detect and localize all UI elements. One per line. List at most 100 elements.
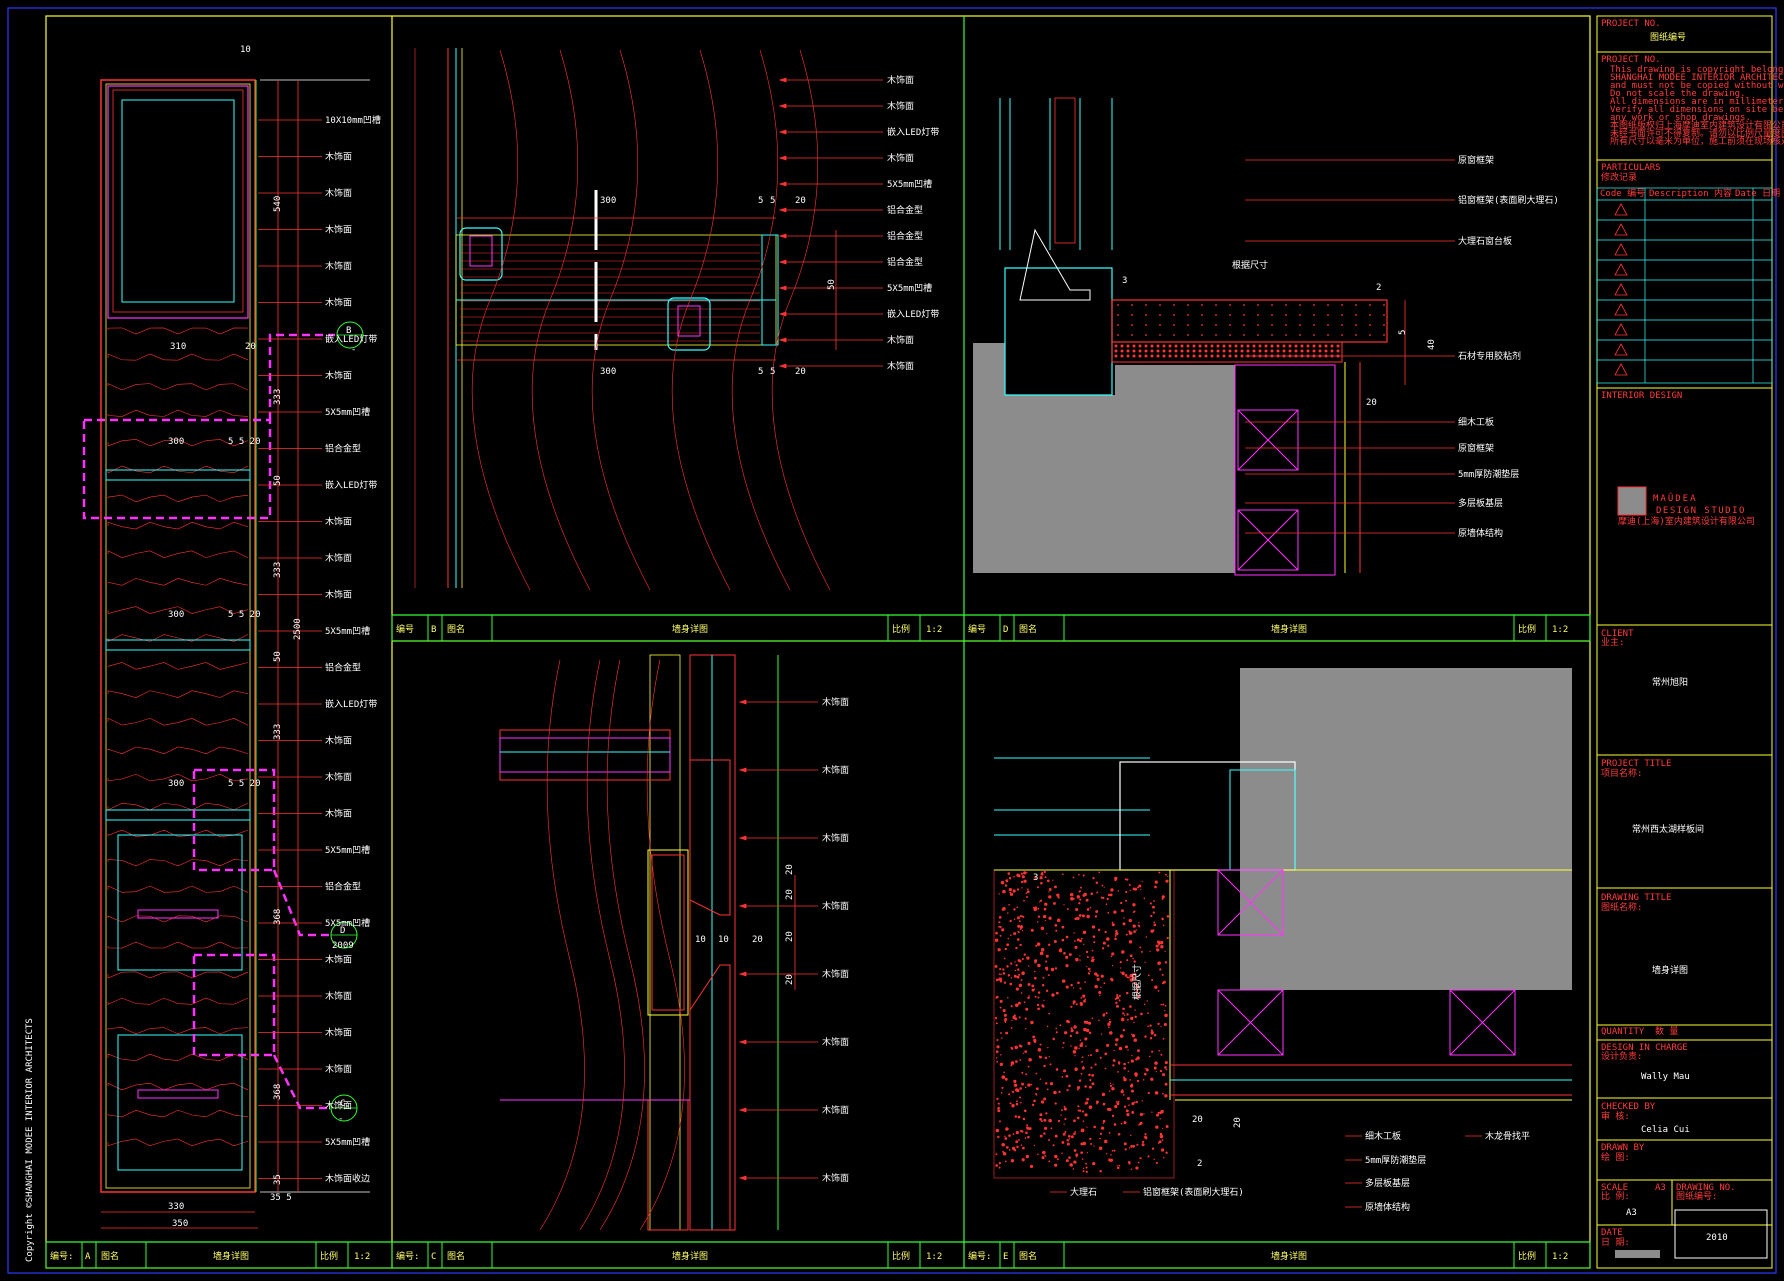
- tb-project-title: 常州西太湖样板间: [1632, 823, 1704, 835]
- detail-e-label: 多层板基层: [1365, 1177, 1410, 1189]
- detail_B-dim: 5: [758, 367, 763, 377]
- callout-b: [336, 321, 364, 349]
- elevation-a-label: 铝合金型: [325, 443, 361, 455]
- tb-project-title-label: PROJECT TITLE: [1601, 759, 1671, 769]
- tb-note-line: 未经书面许可不得复制。请勿以比例尺量度图纸，: [1610, 127, 1784, 139]
- panel-b-label-name: 图名: [447, 623, 465, 635]
- panel-d-title: 墙身详图: [1271, 623, 1307, 635]
- elevation-a-dim: 35 5: [270, 1193, 292, 1203]
- tb-scale-label: SCALE: [1601, 1183, 1628, 1193]
- tb-drawing-no: 2010: [1706, 1233, 1728, 1243]
- detail_C-dim: 20: [785, 889, 795, 900]
- elevation-a-dim: 10: [240, 45, 251, 55]
- tb-drawn-label: DRAWN BY: [1601, 1143, 1645, 1153]
- tb-scale: A3: [1626, 1208, 1637, 1218]
- detail_C-dim: 10: [695, 935, 706, 945]
- elevation-a-dim-bottom: 330: [168, 1202, 184, 1212]
- panel-b-label-scale: 比例: [892, 623, 910, 635]
- panel-a-scale: 1:2: [354, 1252, 370, 1262]
- elevation-a-dim: 50: [273, 651, 283, 662]
- detail-C-label: 木饰面: [822, 1104, 849, 1116]
- elevation-a-dim-shelf: 5 5 20: [228, 610, 261, 620]
- detail-d-label: 原窗框架: [1458, 442, 1494, 454]
- callout-sheet: -: [338, 1114, 343, 1124]
- elevation-a-label: 木饰面: [325, 552, 352, 564]
- copyright-text: Copyright ©SHANGHAI MODEE INTERIOR ARCHI…: [25, 1018, 35, 1262]
- panel-b-label-no: 编号: [396, 623, 414, 635]
- panel-d-scale: 1:2: [1552, 625, 1568, 635]
- detail-C-label: 木饰面: [822, 1172, 849, 1184]
- elevation-a-dim-bottom: 350: [172, 1219, 188, 1229]
- detail_B-dim: 50: [827, 279, 837, 290]
- panel-e-id: E: [1003, 1252, 1008, 1262]
- detail_B-dim: 5: [770, 367, 775, 377]
- tb-quantity: 数 量: [1655, 1025, 1678, 1037]
- tb-checked: Celia Cui: [1641, 1125, 1690, 1135]
- tb-interior-design-label: INTERIOR DESIGN: [1601, 391, 1682, 401]
- tb-note-line: This drawing is copyright belong to: [1610, 65, 1784, 75]
- detail-d-label: 细木工板: [1458, 416, 1494, 428]
- detail_D-dim: 20: [1366, 398, 1377, 408]
- elevation-a-label: 木饰面: [325, 516, 352, 528]
- detail-B-label: 铝合金型: [887, 230, 923, 242]
- callout-c: [330, 1094, 358, 1122]
- detail_E-dim: 2: [1197, 1159, 1202, 1169]
- detail-d-note: 根据尺寸: [1232, 259, 1268, 271]
- panel-d-id: D: [1003, 625, 1008, 635]
- elevation-a-label: 木饰面: [325, 1063, 352, 1075]
- tb-checked-label: CHECKED BY: [1601, 1102, 1656, 1112]
- elevation-a-label: 5X5mm凹槽: [325, 406, 370, 418]
- callout-sheet: 2009: [332, 941, 354, 951]
- panel-b-title: 墙身详图: [672, 623, 708, 635]
- panel-c-label-name: 图名: [447, 1250, 465, 1262]
- elevation-a-label: 木饰面: [325, 297, 352, 309]
- panel-e-label-scale: 比例: [1518, 1250, 1536, 1262]
- tb-drawing-title: 墙身详图: [1652, 964, 1688, 976]
- elevation-a-dim: 333: [273, 562, 283, 578]
- tb-date-label: DATE: [1601, 1228, 1623, 1238]
- detail-C-label: 木饰面: [822, 968, 849, 980]
- elevation-a-label: 木饰面: [325, 151, 352, 163]
- logo-square: [1617, 486, 1647, 516]
- tb-note-line: SHANGHAI MODEE INTERIOR ARCHITECTS: [1610, 73, 1784, 83]
- detail-e-label: 铝窗框架(表面刷大理石): [1143, 1186, 1244, 1198]
- elevation-a-label: 5X5mm凹槽: [325, 844, 370, 856]
- tb-design: Wally Mau: [1641, 1072, 1690, 1082]
- callout-sheet: -: [351, 345, 356, 355]
- callout-letter: B: [346, 326, 351, 336]
- detail-e-label: 大理石: [1070, 1186, 1097, 1198]
- logo-sub: DESIGN STUDIO: [1656, 506, 1746, 516]
- tb-design-label: DESIGN IN CHARGE: [1601, 1043, 1688, 1053]
- tb-client: 常州旭阳: [1652, 676, 1688, 688]
- tb-date-label-cn: 日 期:: [1601, 1237, 1630, 1248]
- elevation-a-dim-shelf: 5 5 20: [228, 437, 261, 447]
- detail-b-drawing: [258, 48, 883, 1179]
- detail-d-label: 大理石窗台板: [1458, 235, 1512, 247]
- detail_D-dim: 40: [1427, 339, 1437, 350]
- elevation-a-dim-shelf: 300: [168, 610, 184, 620]
- tb-size: A3: [1655, 1183, 1666, 1193]
- detail-d-label: 5mm厚防潮垫层: [1458, 468, 1519, 480]
- detail_B-dim: 20: [795, 367, 806, 377]
- detail-C-label: 木饰面: [822, 764, 849, 776]
- panel-a-label-scale: 比例: [320, 1250, 338, 1262]
- elevation-a-label: 木饰面: [325, 187, 352, 199]
- detail-B-label: 5X5mm凹槽: [887, 282, 932, 294]
- tb-note-line: 本图纸版权归上海摩迪室内建筑设计有限公司所有，: [1610, 119, 1784, 131]
- elevation-a-label: 木饰面收边: [325, 1173, 370, 1185]
- elevation-a-label: 木饰面: [325, 1100, 352, 1112]
- detail_D-dim: 2: [1376, 283, 1381, 293]
- detail_B-dim: 300: [600, 196, 616, 206]
- elevation-a-label: 木饰面: [325, 735, 352, 747]
- elevation-a-dim: 35: [273, 1174, 283, 1185]
- detail-B-label: 木饰面: [887, 360, 914, 372]
- detail-d-drawing: [973, 97, 1455, 576]
- tb-project-no: 图纸编号: [1650, 31, 1686, 43]
- outer-border: [7, 7, 1777, 1274]
- elevation-a-label: 铝合金型: [325, 662, 361, 674]
- detail_D-dim: 3: [1122, 276, 1127, 286]
- tb-client-label-cn: 业主:: [1601, 636, 1624, 648]
- tb-note-line: All dimensions are in millimeters.: [1610, 97, 1784, 107]
- elevation-a-dim: 368: [273, 1084, 283, 1100]
